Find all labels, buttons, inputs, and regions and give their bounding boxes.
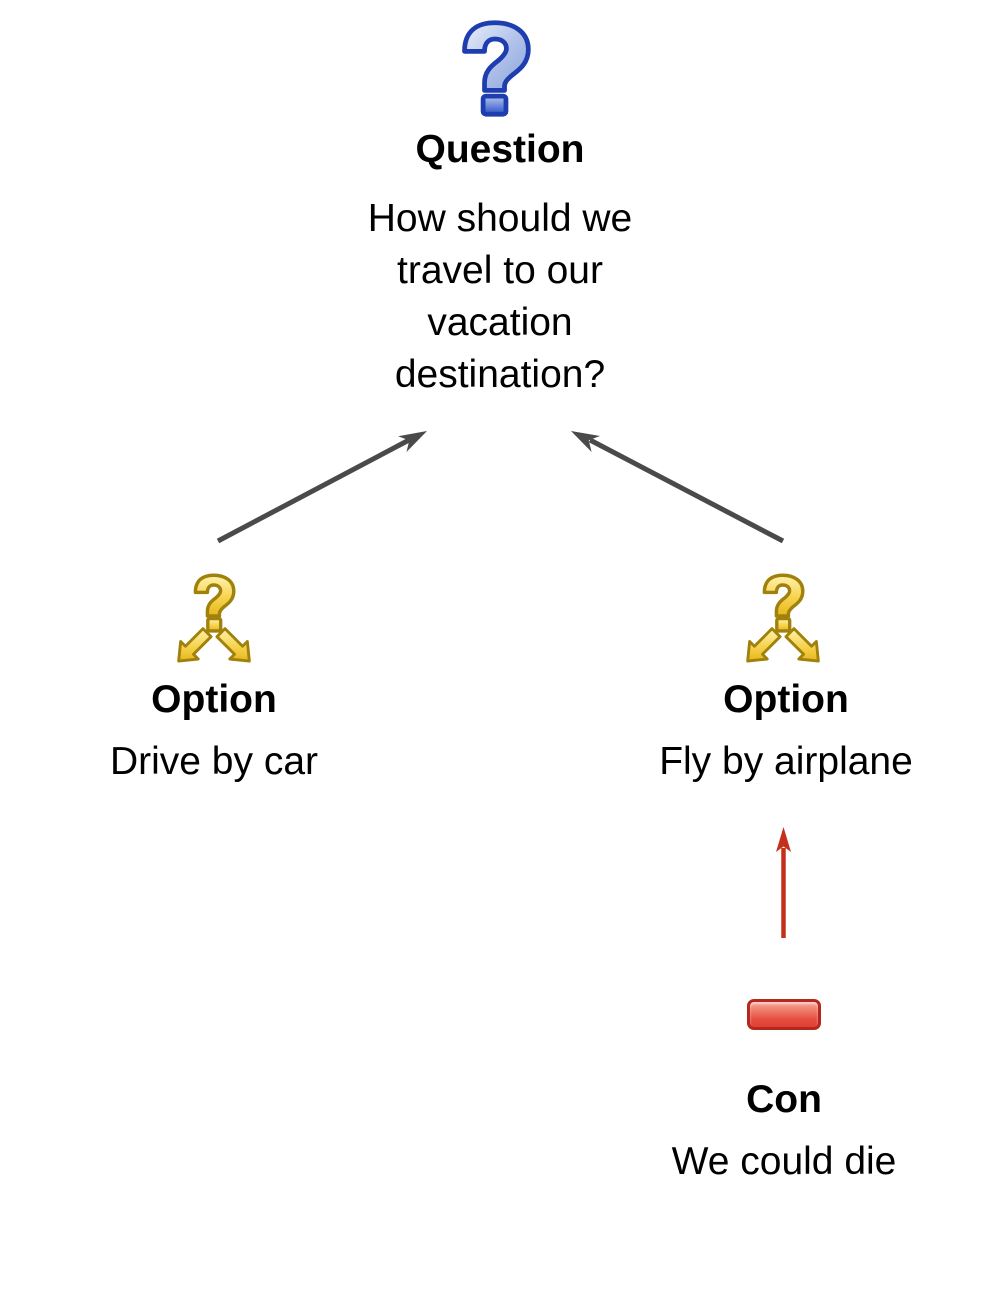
node-option-airplane[interactable]: Option Fly by airplane	[620, 566, 952, 796]
edge-con-to-option-airplane	[776, 827, 791, 938]
option-branch-icon	[177, 573, 251, 663]
option-car-kind-label: Option	[151, 678, 277, 721]
option-branch-icon	[746, 573, 820, 663]
node-con[interactable]: Con We could die	[634, 990, 934, 1200]
node-option-car[interactable]: Option Drive by car	[50, 566, 380, 796]
question-mark-icon	[462, 20, 531, 117]
con-kind-label: Con	[746, 1078, 822, 1121]
con-bar-icon	[747, 999, 821, 1030]
edge-option-car-to-question	[216, 431, 427, 544]
option-car-text: Drive by car	[109, 740, 319, 783]
option-airplane-kind-label: Option	[723, 678, 849, 721]
node-question[interactable]: Question How should we travel to our vac…	[330, 14, 670, 404]
option-airplane-text: Fly by airplane	[659, 740, 913, 783]
edge-option-airplane-to-question	[571, 431, 785, 544]
question-text: How should we travel to our vacation des…	[367, 197, 633, 396]
question-kind-label: Question	[415, 128, 585, 171]
con-text: We could die	[671, 1140, 897, 1183]
